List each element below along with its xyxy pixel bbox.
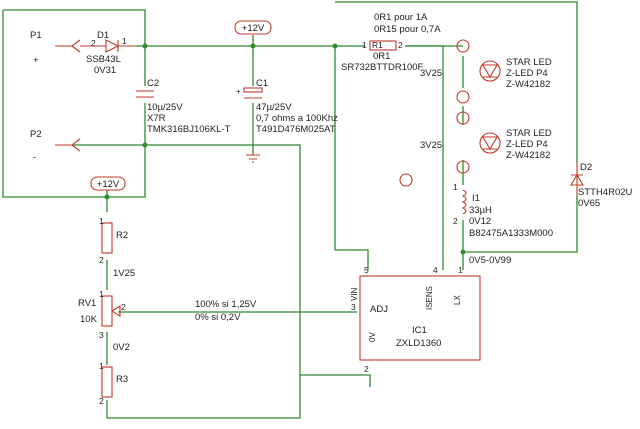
r3-name: R3 xyxy=(116,374,128,385)
d2-vf: 0V65 xyxy=(578,198,600,209)
led-2-part: Z-W42182 xyxy=(506,150,550,161)
i1-part: B82475A1333M000 xyxy=(469,228,553,239)
ic1-part: ZXLD1360 xyxy=(396,338,441,349)
diode-d1: D1 2 1 SSB43L 0V31 xyxy=(80,30,135,76)
connector-p2: P2 - xyxy=(30,129,81,163)
ic1-pinnum-adj: 3 xyxy=(351,302,356,312)
resistor-r1: 0R1 pour 1A 0R15 pour 0,7A R1 1 2 0R1 SR… xyxy=(341,12,441,73)
i1-name: I1 xyxy=(472,193,480,204)
led-2: 3V25 STAR LED Z-LED P4 Z-W42182 xyxy=(420,111,552,174)
c2-part: TMK316BJ106KL-T xyxy=(147,124,231,135)
ic1-pinnum-lx: 1 xyxy=(458,265,463,275)
c1-name: C1 xyxy=(256,78,268,89)
d1-name: D1 xyxy=(97,30,109,41)
d1-pin-k: 1 xyxy=(122,36,127,46)
c2-name: C2 xyxy=(147,78,159,89)
c1-part: T491D476M025AT xyxy=(256,124,336,135)
rv1-pin2: 2 xyxy=(121,302,126,312)
r2-node: 1V25 xyxy=(113,268,135,279)
potentiometer-rv1: RV1 10K 1 2 3 0V2 xyxy=(78,289,130,353)
diode-d2: D2 STTH4R02U 0V65 xyxy=(570,162,633,209)
i1-value: 33µH xyxy=(469,205,492,216)
c1-esr: 0,7 ohms a 100Khz xyxy=(256,113,338,124)
adj-note-high: 100% si 1,25V xyxy=(195,299,257,310)
connector-p1-sign: + xyxy=(33,55,39,66)
supply-symbol-top: +12V xyxy=(234,20,272,35)
i1-pin1: 1 xyxy=(453,182,458,192)
supply-label-top: +12V xyxy=(242,23,265,34)
ic1-pinnum-gnd: 2 xyxy=(364,364,369,374)
rv1-pin1: 1 xyxy=(99,289,104,299)
ic1-pin-vin: VIN xyxy=(350,287,359,301)
r1-pin2: 2 xyxy=(398,40,403,50)
led-2-name: STAR LED xyxy=(506,128,552,139)
lx-net-label: 0V5-0V99 xyxy=(469,255,511,266)
rv1-name: RV1 xyxy=(78,298,96,309)
led-1: 3V25 STAR LED Z-LED P4 Z-W42182 xyxy=(420,39,552,104)
r1-name: R1 xyxy=(372,40,383,50)
c2-dielectric: X7R xyxy=(147,113,166,124)
d1-part: SSB43L xyxy=(86,54,121,65)
d2-name: D2 xyxy=(580,162,592,173)
junction-dots xyxy=(104,43,466,255)
d1-vf: 0V31 xyxy=(94,65,116,76)
svg-text:+: + xyxy=(236,87,241,96)
ic1-pin-adj: ADJ xyxy=(370,304,388,315)
ic1-pinnum-isens: 4 xyxy=(433,265,438,275)
connector-p2-sign: - xyxy=(33,152,36,163)
ic1-pin-isens: ISENS xyxy=(425,286,434,310)
ground-symbol xyxy=(246,154,260,163)
capacitor-c1: + C1 47µ/25V 0,7 ohms a 100Khz T491D476M… xyxy=(236,78,338,135)
r2-pin2: 2 xyxy=(99,255,104,265)
connector-p1-name: P1 xyxy=(30,30,42,41)
ic1-pinnum-vin: 5 xyxy=(364,265,369,275)
ic1-pin-lx: LX xyxy=(453,295,462,305)
r2-pin1: 1 xyxy=(99,216,104,226)
mounting-hole xyxy=(399,173,413,187)
supply-label-left: +12V xyxy=(97,179,120,190)
led-2-voltage: 3V25 xyxy=(420,140,442,151)
c1-value: 47µ/25V xyxy=(256,102,292,113)
rv1-pin3: 3 xyxy=(99,330,104,340)
connector-p2-name: P2 xyxy=(30,129,42,140)
r3-pin2: 2 xyxy=(99,396,104,406)
led-2-type: Z-LED P4 xyxy=(506,139,548,150)
supply-symbol-left: +12V xyxy=(90,176,126,191)
r1-value: 0R1 xyxy=(373,51,390,62)
i1-pin2: 2 xyxy=(453,216,458,226)
c2-value: 10µ/25V xyxy=(147,102,183,113)
resistor-r3: R3 1 2 xyxy=(99,361,128,406)
r2-name: R2 xyxy=(116,230,128,241)
r1-note1: 0R1 pour 1A xyxy=(374,12,428,23)
ic1-name: IC1 xyxy=(412,325,427,336)
d1-pin-a: 2 xyxy=(91,38,96,48)
capacitor-c2: C2 10µ/25V X7R TMK316BJ106KL-T xyxy=(136,78,231,135)
led-1-name: STAR LED xyxy=(506,57,552,68)
i1-dcr: 0V12 xyxy=(469,216,491,227)
inductor-i1: I1 1 2 33µH 0V12 B82475A1333M000 xyxy=(453,182,553,239)
rv1-value: 10K xyxy=(80,314,98,325)
led-1-voltage: 3V25 xyxy=(420,68,442,79)
led-1-type: Z-LED P4 xyxy=(506,68,548,79)
r3-node: 0V2 xyxy=(113,342,130,353)
r1-pin1: 1 xyxy=(362,40,367,50)
led-1-part: Z-W42182 xyxy=(506,79,550,90)
ic1-zxld1360: VIN ISENS LX ADJ 0V IC1 ZXLD1360 5 4 1 3… xyxy=(350,265,481,374)
ic1-pin-gnd: 0V xyxy=(368,332,377,342)
adj-note-low: 0% si 0,2V xyxy=(195,312,241,323)
d2-part: STTH4R02U xyxy=(578,187,633,198)
r1-part: SR732BTTDR100F xyxy=(341,62,424,73)
connector-p1: P1 + xyxy=(30,30,81,66)
r3-pin1: 1 xyxy=(99,361,104,371)
resistor-r2: R2 1 2 1V25 xyxy=(99,216,135,279)
wires xyxy=(2,1,578,419)
r1-note2: 0R15 pour 0,7A xyxy=(374,24,441,35)
